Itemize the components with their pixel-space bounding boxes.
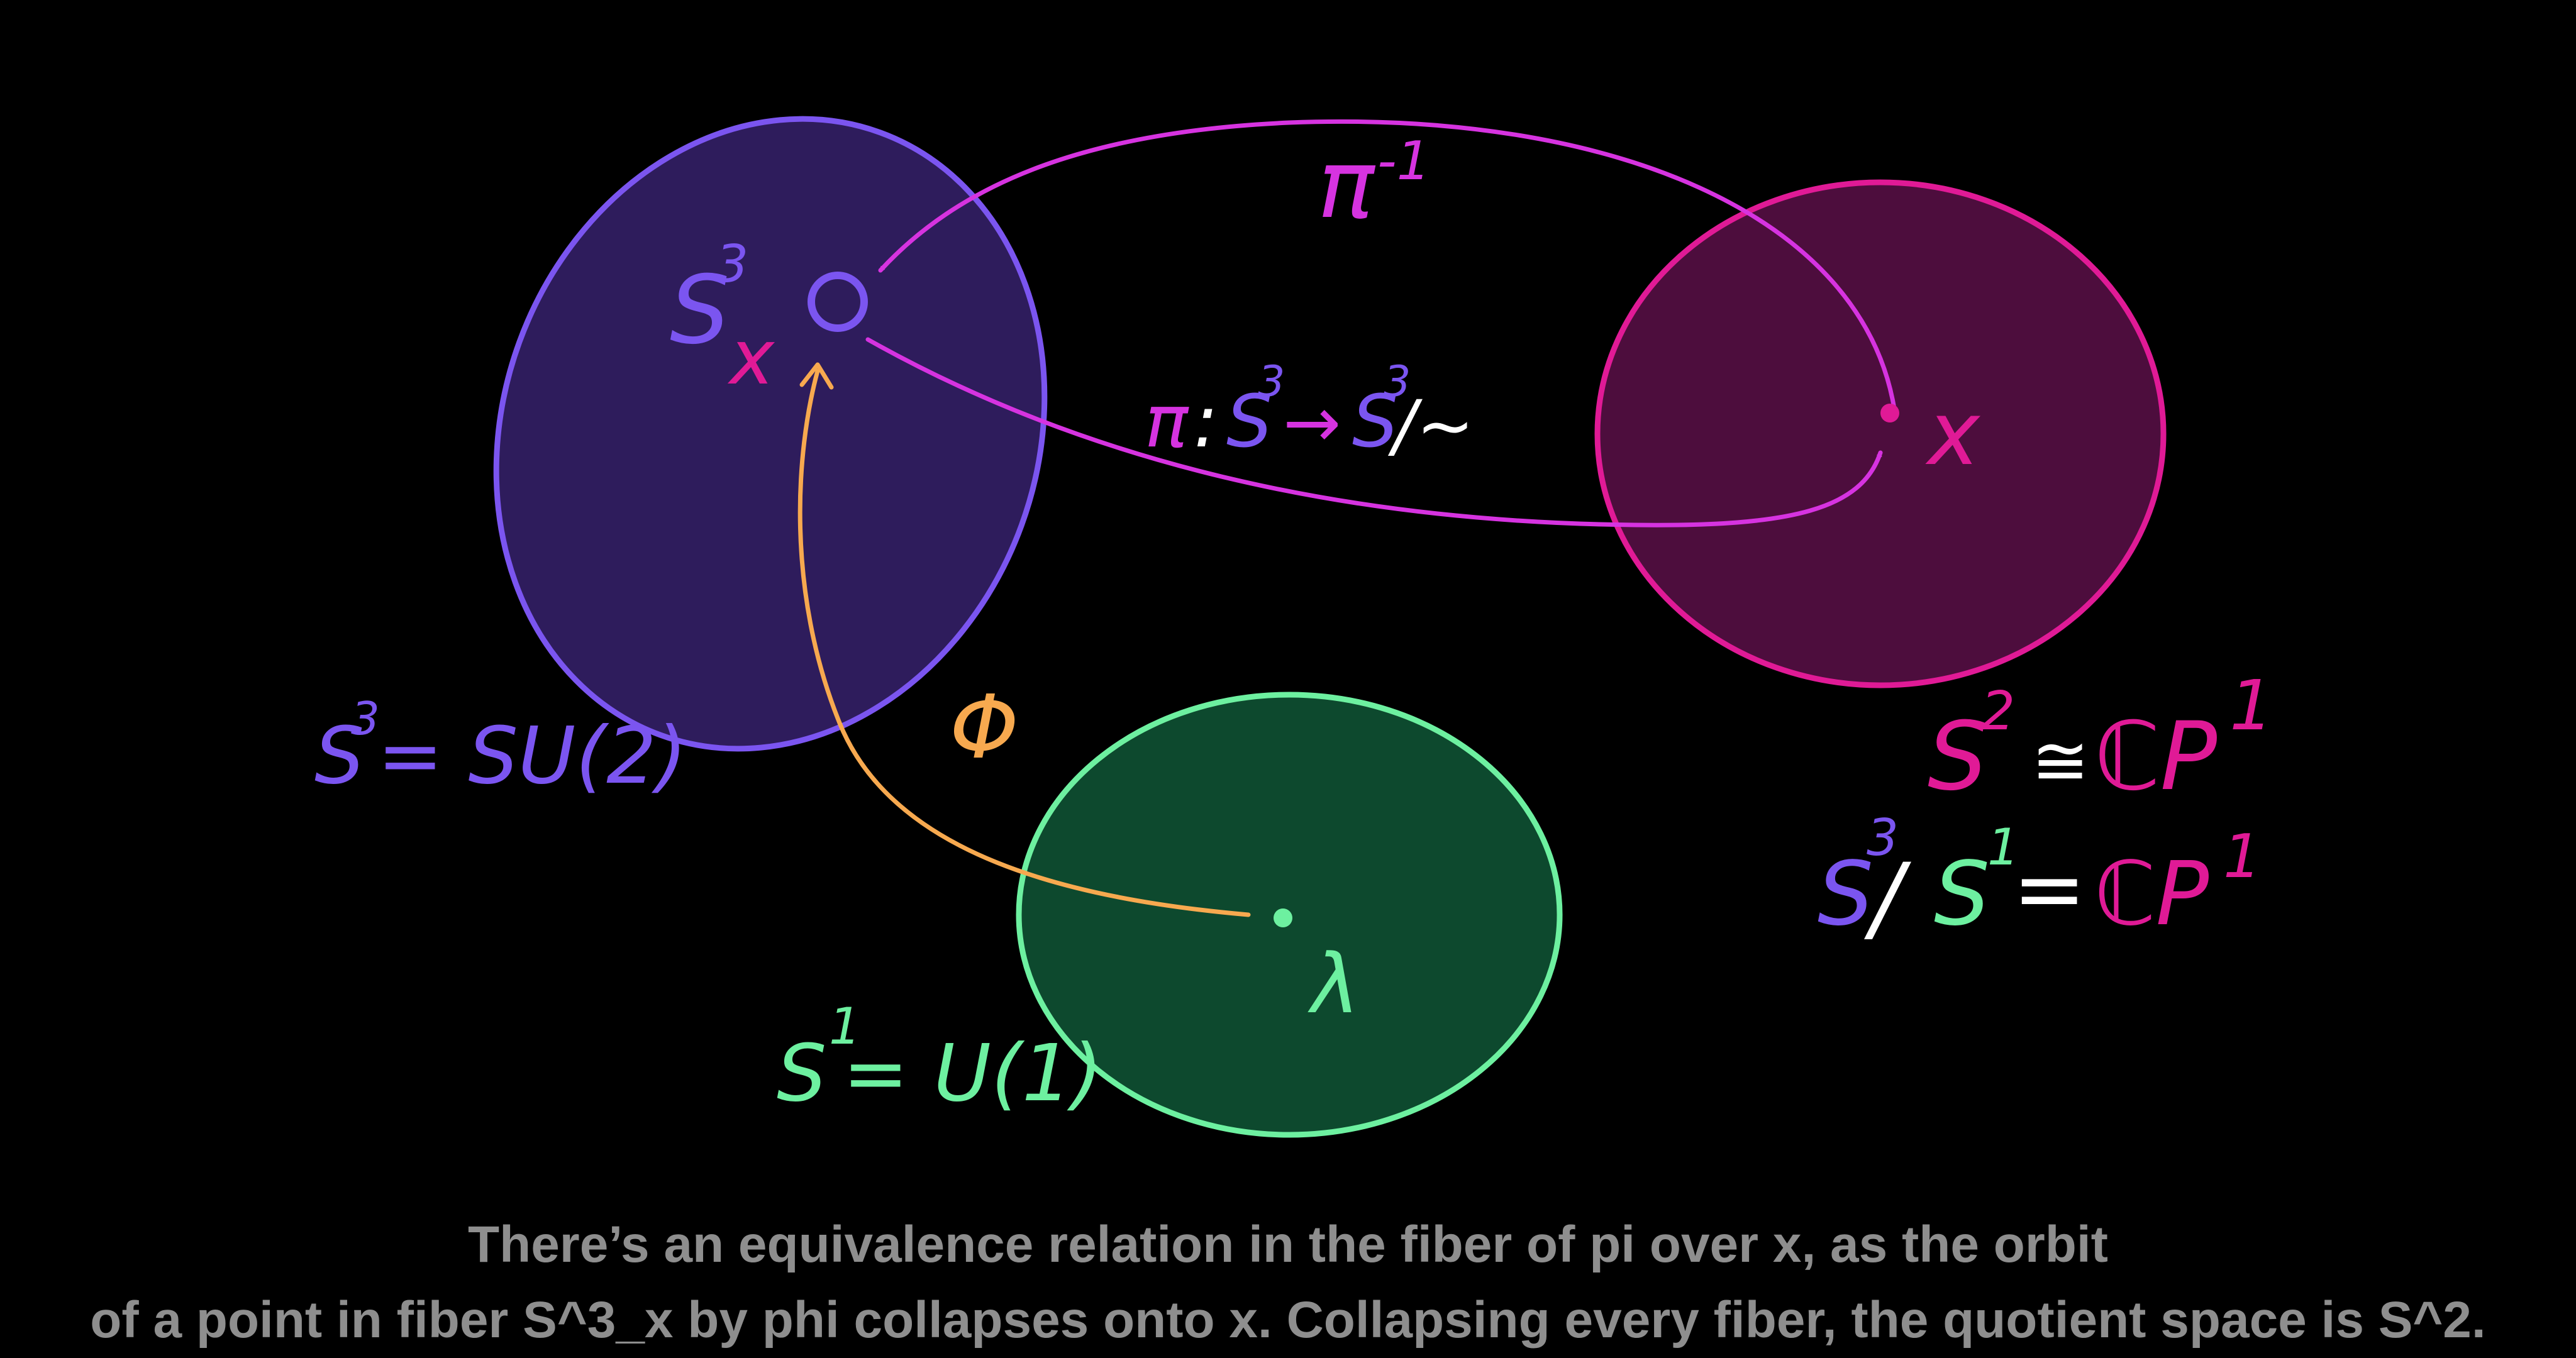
fiber-label-sub: x	[727, 314, 775, 402]
s2-outline	[1594, 179, 2167, 688]
quotient-s3: S	[1818, 843, 1874, 946]
lambda-point	[1274, 908, 1292, 927]
quotient-eq: =	[2012, 838, 2086, 941]
s3-outline	[493, 116, 1048, 752]
pi-arrow	[865, 337, 1883, 527]
s1-label: S 1 = U(1)	[777, 997, 1102, 1119]
caption-line-1: There’s an equivalence relation in the f…	[468, 1216, 2108, 1273]
pi-map-label: π : S 3 → S 3 /~	[1145, 357, 1474, 466]
quotient-cp: ℂP	[2094, 843, 2209, 946]
pi-inverse-arrow	[878, 119, 1897, 411]
fiber-point	[808, 272, 868, 332]
s2-label-sup: 2	[1981, 680, 2015, 742]
s1-label-rest: = U(1)	[843, 1028, 1102, 1119]
s2-label-base: S	[1928, 702, 1987, 812]
s3-label-base: S	[314, 710, 364, 802]
quotient-s3-sup: 3	[1867, 809, 1899, 867]
s3-set	[493, 116, 1048, 752]
quotient-s1: S	[1934, 843, 1990, 946]
x-point	[1880, 404, 1899, 422]
pi-map-rest: /~	[1387, 385, 1474, 466]
pi-map-sup: 3	[1258, 357, 1285, 407]
s2-label-cp-sup: 1	[2229, 665, 2273, 746]
s2-label-cp: ℂP	[2094, 702, 2218, 812]
quotient-s1-sup: 1	[1987, 818, 2019, 876]
pi-map-s2: S	[1352, 380, 1398, 464]
fiber-label-base: S	[670, 256, 730, 365]
quotient-label: S 3 / S 1 = ℂP 1	[1818, 809, 2261, 953]
fiber-label-sup: 3	[716, 235, 748, 294]
s2-fill	[1597, 182, 2163, 685]
caption-line-2: of a point in fiber S^3_x by phi collaps…	[90, 1291, 2486, 1349]
pi-map-colon: :	[1194, 380, 1218, 464]
pi-inverse-base: π	[1318, 130, 1376, 240]
pi-map-arrow: →	[1283, 382, 1341, 463]
phi-arrowhead	[799, 362, 834, 390]
pi-map-s: S	[1226, 380, 1272, 464]
s2-label-iso: ≅	[2031, 720, 2089, 801]
s3-label-rest: = SU(2)	[377, 710, 687, 802]
pi-inverse-sup: -1	[1377, 130, 1431, 192]
s1-label-sup: 1	[829, 997, 861, 1056]
quotient-slash: /	[1864, 844, 1912, 953]
quotient-cp-sup: 1	[2223, 822, 2261, 892]
x-label: x	[1925, 383, 1981, 485]
pi-map-sup2: 3	[1384, 357, 1411, 407]
s2-set	[1594, 179, 2167, 688]
pi-map-pi: π	[1145, 380, 1189, 464]
s1-outline	[1016, 692, 1563, 1138]
lambda-label: λ	[1307, 936, 1360, 1032]
s1-label-base: S	[777, 1028, 826, 1119]
s2-label: S 2 ≅ ℂP 1	[1928, 665, 2273, 812]
phi-label: Φ	[950, 676, 1019, 779]
fiber-label: S 3 x	[670, 235, 775, 402]
s3-label-sup: 3	[351, 692, 380, 745]
pi-inverse-label: π -1	[1318, 130, 1431, 240]
s3-fill	[496, 119, 1045, 749]
phi-arrow	[797, 368, 1251, 917]
s3-label: S 3 = SU(2)	[314, 692, 687, 802]
